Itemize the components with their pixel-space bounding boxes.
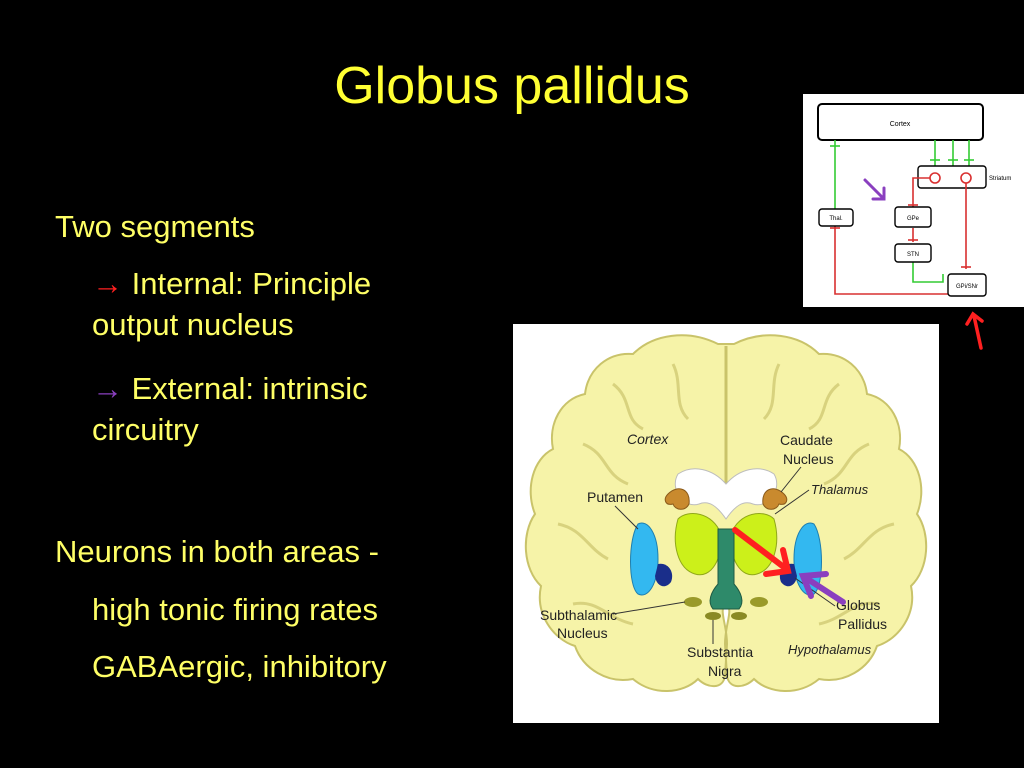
striatum-box	[917, 165, 987, 189]
gpi-label: GPi/SNr	[956, 284, 978, 290]
red-pointer-arrow-icon	[965, 311, 984, 350]
thal-box	[818, 208, 854, 227]
brain-tissue	[524, 334, 928, 692]
bullet-text: Internal: Principle	[123, 266, 372, 301]
thal-label: Thal.	[829, 216, 843, 222]
striatum-label: Striatum	[989, 176, 1011, 182]
label-subthalamic-2: Nucleus	[557, 625, 608, 641]
subthalamic-left	[684, 597, 702, 607]
green-pathways	[830, 140, 974, 283]
bullet-neurons: Neurons in both areas -	[55, 533, 379, 570]
bullet-text: Two segments	[55, 209, 255, 244]
gpe-box	[894, 206, 932, 228]
leader-lines	[612, 466, 836, 644]
brain-diagram: Cortex Caudate Nucleus Thalamus Putamen …	[513, 324, 939, 723]
red-arrow-icon: →	[92, 266, 123, 301]
purple-arrow-icon: →	[92, 371, 123, 406]
cortex-box	[817, 103, 984, 141]
bullet-continuation: circuitry	[92, 412, 199, 448]
bullet-text: GABAergic, inhibitory	[92, 649, 387, 684]
purple-gpe-arrow-icon	[798, 571, 846, 605]
label-hypothalamus: Hypothalamus	[788, 642, 872, 657]
third-ventricle	[709, 528, 743, 610]
caudate-left	[664, 488, 690, 510]
label-substantia-1: Substantia	[687, 644, 753, 660]
bullet-firing-rates: high tonic firing rates	[92, 591, 378, 628]
subthalamic-right	[750, 597, 768, 607]
label-globus-1: Globus	[836, 597, 880, 613]
nigra-right	[731, 612, 747, 620]
circuit-diagram: Cortex Striatum	[803, 94, 1024, 307]
label-substantia-2: Nigra	[708, 663, 742, 679]
globus-pallidus-left	[655, 563, 673, 587]
label-subthalamic-1: Subthalamic	[540, 607, 617, 623]
gpe-label: GPe	[907, 216, 920, 222]
label-thalamus: Thalamus	[811, 482, 869, 497]
bullet-text: high tonic firing rates	[92, 592, 379, 627]
circuit-diagram-svg: Cortex Striatum	[817, 103, 1011, 297]
nigra-left	[705, 612, 721, 620]
slide-title: Globus pallidus	[334, 57, 690, 115]
label-caudate-2: Nucleus	[783, 451, 834, 467]
bullet-gabaergic: GABAergic, inhibitory	[92, 648, 387, 685]
bullet-two-segments: Two segments	[55, 208, 255, 245]
bullet-internal: → Internal: Principle output nucleus	[92, 265, 371, 343]
bullet-continuation: output nucleus	[92, 307, 294, 343]
thalamus-left	[674, 513, 722, 576]
brain-diagram-svg: Cortex Caudate Nucleus Thalamus Putamen …	[524, 334, 928, 692]
cortex-label: Cortex	[890, 121, 911, 128]
purple-pointer-arrow-icon	[863, 178, 886, 201]
label-caudate-1: Caudate	[780, 432, 833, 448]
bullet-text: External: intrinsic	[123, 371, 368, 406]
stn-box	[894, 243, 932, 263]
label-putamen: Putamen	[587, 489, 643, 505]
label-globus-2: Pallidus	[838, 616, 887, 632]
red-gpi-arrow-icon	[732, 527, 792, 577]
gpi-box	[947, 273, 987, 297]
bullet-external: → External: intrinsic circuitry	[92, 370, 368, 448]
stn-label: STN	[907, 252, 919, 258]
red-pathways	[830, 177, 971, 295]
putamen-left	[630, 522, 659, 596]
brain-labels: Cortex Caudate Nucleus Thalamus Putamen …	[540, 431, 887, 679]
label-cortex: Cortex	[627, 431, 669, 447]
bullet-text: Neurons in both areas -	[55, 534, 379, 569]
caudate-right	[762, 488, 788, 510]
